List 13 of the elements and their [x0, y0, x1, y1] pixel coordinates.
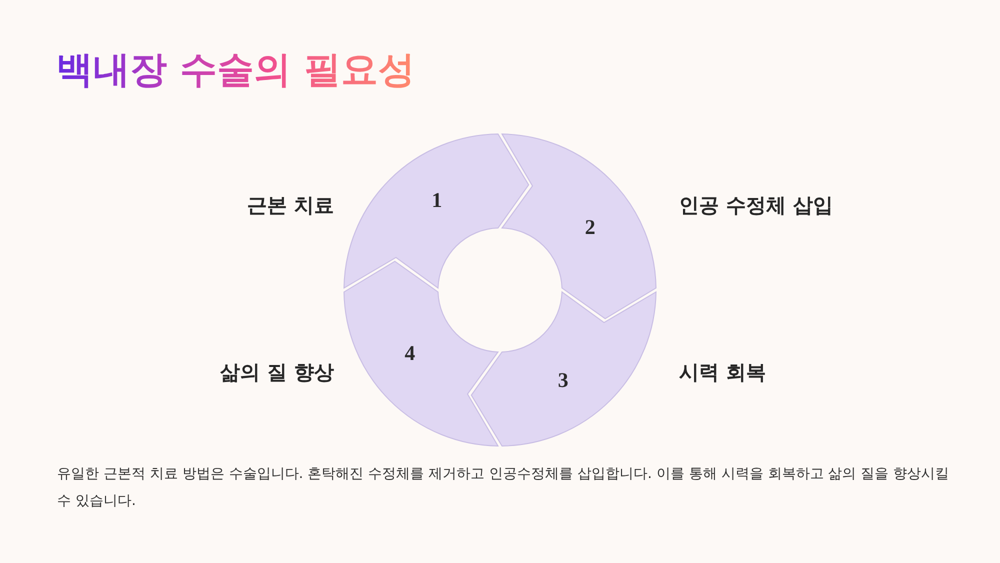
step-label: 삶의 질 향상	[220, 359, 334, 385]
step-label: 시력 회복	[679, 359, 766, 385]
ring-segment	[500, 133, 657, 320]
step-number: 4	[404, 342, 416, 364]
ring-segment	[343, 133, 530, 290]
step-number: 2	[584, 216, 596, 238]
step-number: 1	[432, 188, 442, 211]
ring-segment	[470, 290, 657, 447]
step-number: 3	[558, 369, 568, 392]
caption-text: 유일한 근본적 치료 방법은 수술입니다. 혼탁해진 수정체를 제거하고 인공수정체를 삽입합니다. 이를 통해 시력을 회복하고 삶의 질을 향상시킬 수 있습니다.	[57, 465, 950, 511]
step-label: 인공 수정체 삽입	[679, 192, 833, 218]
step-label: 근본 치료	[247, 192, 334, 218]
ring-segment	[343, 260, 500, 447]
